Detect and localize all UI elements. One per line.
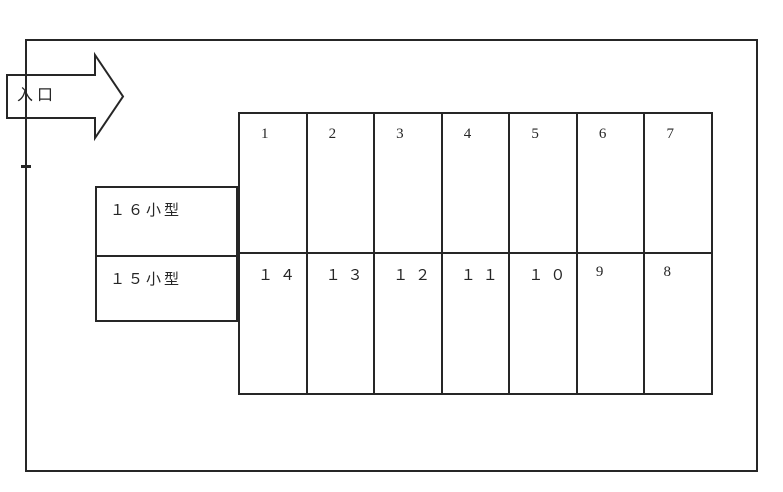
parking-space-15: １５小型 (95, 255, 238, 322)
parking-space-2: 2 (305, 114, 374, 252)
space-number: 3 (396, 126, 411, 142)
parking-space-1: 1 (240, 114, 306, 252)
space-number: 5 (531, 126, 546, 142)
space-number: １１ (460, 268, 505, 284)
parking-space-label: １５小型 (110, 272, 183, 288)
parking-space-16: １６小型 (95, 186, 238, 257)
parking-space-13: １３ (305, 254, 374, 393)
lot-outer-border (25, 39, 758, 472)
parking-space-5: 5 (508, 114, 576, 252)
space-number: １４ (258, 268, 303, 284)
parking-space-6: 6 (575, 114, 644, 252)
parking-space-3: 3 (373, 114, 441, 252)
parking-grid-top-row: 1 2 3 4 5 6 7 (240, 114, 711, 252)
border-tick-mark (21, 165, 31, 168)
space-number: 8 (663, 264, 678, 280)
parking-space-10: １０ (508, 254, 576, 393)
space-number: １２ (393, 268, 438, 284)
entrance-label: 入口 (17, 87, 58, 104)
entrance-arrow-icon (6, 51, 125, 142)
parking-space-4: 4 (440, 114, 509, 252)
space-number: １３ (325, 268, 370, 284)
space-number: 4 (463, 126, 479, 142)
parking-space-14: １４ (240, 254, 306, 393)
parking-space-label: １６小型 (110, 203, 183, 219)
parking-grid-bottom-row: １４ １３ １２ １１ １０ 9 8 (240, 252, 711, 393)
space-number: １０ (528, 268, 573, 284)
space-number: 2 (328, 126, 344, 142)
parking-grid: 1 2 3 4 5 6 7 １４ １３ １２ １１ １０ 9 8 (238, 112, 713, 395)
space-number: 6 (598, 126, 614, 142)
space-number: 9 (595, 264, 611, 280)
parking-space-9: 9 (575, 254, 644, 393)
parking-space-7: 7 (643, 114, 711, 252)
parking-space-11: １１ (440, 254, 509, 393)
parking-space-12: １２ (373, 254, 441, 393)
space-number: 1 (261, 126, 276, 142)
space-number: 7 (666, 126, 681, 142)
parking-space-8: 8 (643, 254, 711, 393)
